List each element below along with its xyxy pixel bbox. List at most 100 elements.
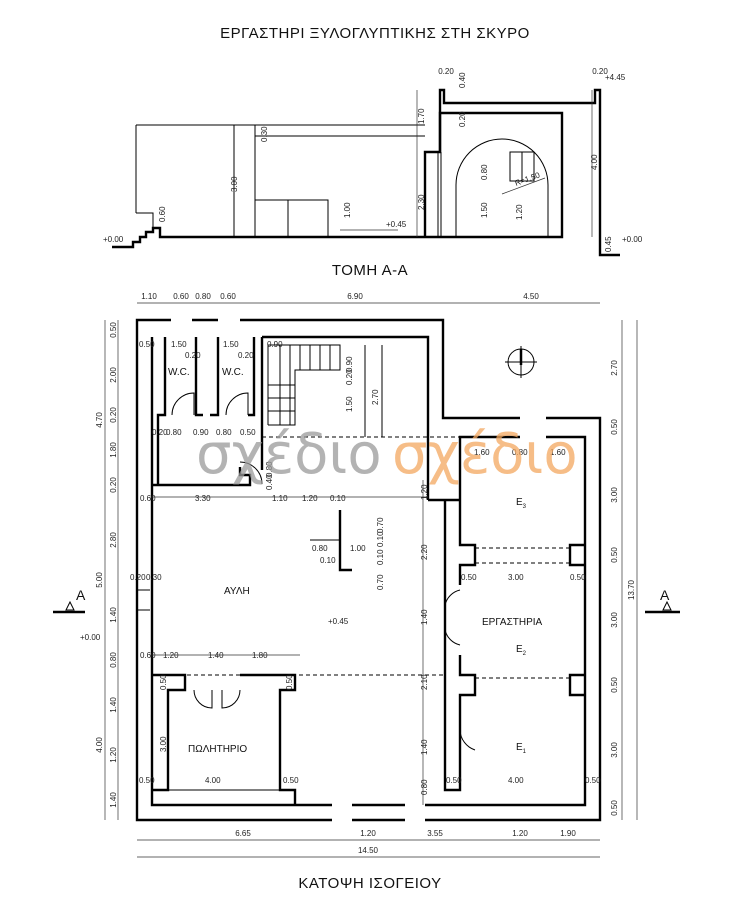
dim-label: 1.60: [474, 448, 490, 457]
dim-label: 0.20: [345, 369, 354, 385]
dim-label: 0.80: [109, 652, 118, 668]
room-label-shop: ΠΩΛΗΤΗΡΙΟ: [188, 744, 247, 755]
svg-text:A: A: [76, 587, 86, 603]
dim-label: 0.80: [480, 164, 489, 180]
dim-label: 2.70: [371, 389, 380, 405]
dim-label: 0.50: [461, 573, 477, 582]
dim-label: 3.00: [610, 612, 619, 628]
dim-label: 1.00: [350, 544, 366, 553]
room-label-e1: E1: [516, 742, 527, 755]
room-label-wc: W.C.: [168, 367, 190, 378]
dim-label: 1.20: [420, 484, 429, 500]
dim-label: 3.00: [610, 487, 619, 503]
dim-label: 1.20: [512, 829, 528, 838]
dim-label: 14.50: [358, 846, 379, 855]
dim-label: 0.10: [376, 531, 385, 547]
dim-label: 1.40: [208, 651, 224, 660]
dim-label: 0.40: [458, 72, 467, 88]
dim-label: 0.50: [139, 340, 155, 349]
interior-dimensions: 0.50 1.50 1.50 0.20 0.20 0.90 0.20 0.80 …: [130, 340, 601, 795]
dim-label: 0.10: [376, 549, 385, 565]
dim-label: 2.10: [420, 674, 429, 690]
dim-label: 1.00: [343, 202, 352, 218]
dim-label: 4.00: [95, 737, 104, 753]
dim-label: 0.20: [458, 111, 467, 127]
dim-label: 0.45: [604, 236, 613, 252]
drawing-title: ΕΡΓΑΣΤΗΡΙ ΞΥΛΟΓΛΥΠΤΙΚΗΣ ΣΤΗ ΣΚΥΡΟ: [220, 25, 530, 42]
svg-text:A: A: [660, 587, 670, 603]
watermark-logo: σχέδιο: [196, 422, 382, 487]
dim-label: 4.70: [95, 412, 104, 428]
dim-label: 3.30: [195, 494, 211, 503]
dim-label: 0.50: [610, 677, 619, 693]
dim-label: 1.10: [141, 292, 157, 301]
dim-label: 2.70: [610, 360, 619, 376]
dim-label: 0.50: [139, 776, 155, 785]
dim-label: 0.80: [195, 292, 211, 301]
dim-label: 0.50: [285, 674, 294, 690]
dim-label: 1.50: [171, 340, 187, 349]
dim-label: 0.50: [610, 800, 619, 816]
dim-label: 4.00: [508, 776, 524, 785]
room-label-courtyard: ΑΥΛΗ: [224, 586, 250, 597]
dim-label: 1.80: [109, 442, 118, 458]
section-marker-right: A: [645, 587, 680, 614]
dim-label: 1.40: [109, 792, 118, 808]
dim-label: 2.00: [109, 367, 118, 383]
dim-label: 1.20: [302, 494, 318, 503]
dim-label: 0.50: [240, 428, 256, 437]
dim-label: 4.50: [523, 292, 539, 301]
dim-label: 0.50: [610, 419, 619, 435]
level-label: +0.00: [622, 235, 643, 244]
dim-label: 4.00: [205, 776, 221, 785]
dim-label: 2.80: [109, 532, 118, 548]
dim-label: 0.60: [220, 292, 236, 301]
dim-label: R=1.50: [514, 170, 542, 188]
north-arrow-icon: [505, 346, 537, 378]
dim-label: 1.90: [560, 829, 576, 838]
dim-label: 1.40: [420, 739, 429, 755]
dim-label: 0.50: [283, 776, 299, 785]
dim-label: 0.60: [158, 206, 167, 222]
dim-label: 1.10: [272, 494, 288, 503]
dim-label: 3.00: [159, 736, 168, 752]
dim-label: 0.50: [446, 776, 462, 785]
dim-label: 0.60: [140, 494, 156, 503]
dim-label: 1.20: [515, 204, 524, 220]
dim-label: 1.50: [223, 340, 239, 349]
dim-label: 1.40: [420, 609, 429, 625]
section-title: ΤΟΜΗ Α-Α: [332, 262, 408, 279]
dim-label: 3.00: [230, 176, 239, 192]
dim-label: 0.20: [185, 351, 201, 360]
dim-label: 0.50: [585, 776, 601, 785]
level-label: +0.45: [386, 220, 407, 229]
dim-label: 0.50: [109, 322, 118, 338]
dim-label: 1.40: [109, 607, 118, 623]
room-label-e2: E2: [516, 644, 527, 657]
floor-plan: A A W.C. W.C. ΑΥΛΗ ΕΡΓΑΣΤΗΡΙΑ E3 E2 E1 Π…: [53, 292, 680, 892]
staircase: [267, 344, 383, 437]
section-marker-left: A: [53, 587, 86, 614]
dim-label: 1.20: [109, 747, 118, 763]
dim-label: 0.20: [238, 351, 254, 360]
dim-label: 0.50: [570, 573, 586, 582]
dim-label: 1.20: [163, 651, 179, 660]
dim-label: 0.10: [330, 494, 346, 503]
dim-label: 0.80: [216, 428, 232, 437]
dim-label: 0.20: [592, 67, 608, 76]
level-label: +0.45: [328, 617, 349, 626]
dim-label: 1.40: [109, 697, 118, 713]
dim-label: 0.70: [376, 517, 385, 533]
room-label-e3: E3: [516, 497, 527, 510]
dim-label: 3.00: [610, 742, 619, 758]
dim-label: 0.90: [193, 428, 209, 437]
dim-label: 6.65: [235, 829, 251, 838]
dim-label: 5.00: [95, 572, 104, 588]
dim-label: 0.50: [159, 674, 168, 690]
dim-label: 0.20: [152, 428, 168, 437]
watermark-logo: σχέδιο: [392, 422, 578, 487]
dim-label: 3.55: [427, 829, 443, 838]
dim-label: 4.00: [590, 154, 599, 170]
dim-label: 0.80: [166, 428, 182, 437]
